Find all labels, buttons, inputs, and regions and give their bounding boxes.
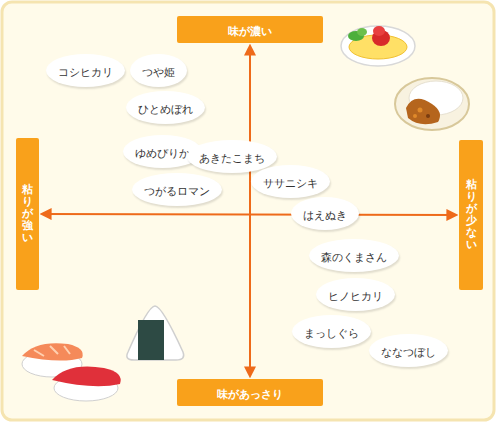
variety-label: ササニシキ [263, 177, 318, 190]
variety-bubble: つがるロマン [132, 173, 222, 206]
axis-arrow [42, 213, 456, 216]
axis-label: 粘りが強い [22, 184, 33, 244]
variety-label: ななつぼし [381, 346, 436, 359]
sushi-picture [22, 343, 121, 401]
curry-picture [395, 78, 469, 130]
axis-label: 粘りが少ない [466, 179, 477, 252]
variety-label: つや姫 [142, 66, 175, 79]
axis-label-box: 味が濃い [177, 16, 323, 43]
variety-bubble: まっしぐら [292, 315, 371, 348]
axis-label-box: 粘りが少ない [459, 140, 483, 290]
axis-label-box: 味があっさり [177, 379, 323, 406]
variety-label: ゆめぴりか [135, 147, 190, 160]
variety-label: ヒノヒカリ [328, 290, 383, 303]
variety-bubble: 森のくまさん [309, 239, 399, 272]
variety-label: 森のくまさん [321, 251, 387, 264]
variety-bubble: ななつぼし [369, 334, 448, 367]
omurice-picture [341, 26, 415, 66]
variety-bubble: ヒノヒカリ [316, 278, 395, 311]
variety-bubble: あきたこまち [187, 140, 277, 173]
variety-label: まっしぐら [304, 327, 359, 340]
variety-bubble: ササニシキ [251, 165, 330, 198]
variety-label: つがるロマン [144, 185, 210, 198]
onigiri-picture [127, 306, 184, 360]
variety-label: はえぬき [303, 209, 347, 222]
variety-label: コシヒカリ [58, 66, 113, 79]
variety-bubble: はえぬき [291, 197, 359, 230]
axis-arrow [249, 46, 251, 376]
axis-label: 味があっさり [217, 388, 283, 401]
axis-label-box: 粘りが強い [16, 138, 39, 290]
variety-bubble: コシヒカリ [46, 54, 125, 87]
variety-label: あきたこまち [199, 152, 265, 165]
axis-label: 味が濃い [228, 25, 272, 38]
variety-bubble: つや姫 [130, 54, 187, 87]
variety-bubble: ひとめぼれ [126, 91, 205, 124]
variety-label: ひとめぼれ [138, 103, 193, 116]
